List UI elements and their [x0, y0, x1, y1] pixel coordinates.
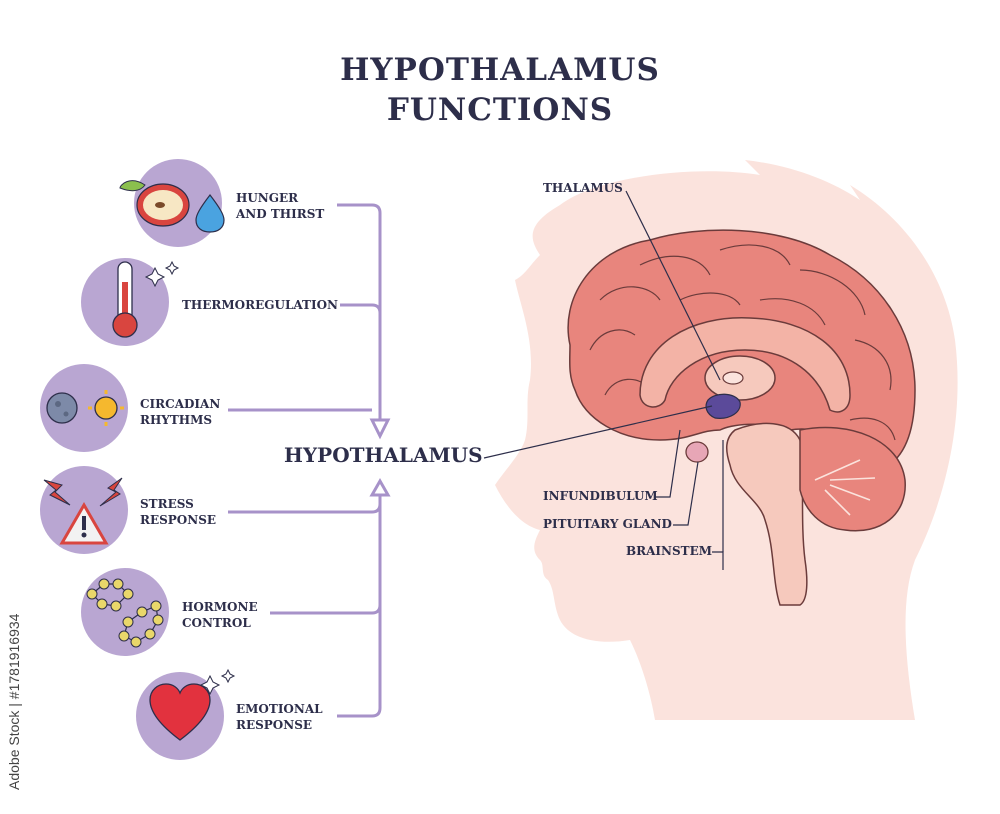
title-line-1: HYPOTHALAMUS [340, 52, 660, 88]
arrow-heads [369, 418, 391, 497]
leader-lines [483, 190, 724, 570]
heart-icon [136, 668, 236, 760]
function-label-thermoregulation: THERMOREGULATION [182, 297, 338, 313]
function-label-line2: AND THIRST [236, 207, 325, 221]
arrow-connectors [228, 203, 382, 718]
pituitary-gland-label: PITUITARY GLAND [543, 517, 672, 531]
brain [567, 229, 916, 606]
function-label-line1: THERMOREGULATION [182, 298, 339, 312]
function-label-line1: CIRCADIAN [140, 397, 221, 411]
warning-lightning-icon [40, 466, 128, 554]
hypothalamus-center-label: HYPOTHALAMUS [284, 443, 483, 467]
stock-watermark-text: Adobe Stock | #1781916934 [6, 613, 22, 790]
function-label-line1: EMOTIONAL [236, 702, 323, 716]
function-label-line1: HUNGER [236, 191, 299, 205]
function-label-line2: RESPONSE [140, 513, 217, 527]
thalamus-label: THALAMUS [543, 181, 623, 195]
function-label-line1: HORMONE [182, 600, 258, 614]
thermometer-icon [81, 258, 180, 346]
function-label-hormone: HORMONE CONTROL [182, 599, 258, 631]
function-label-hunger: HUNGER AND THIRST [236, 190, 324, 222]
function-label-line2: RESPONSE [236, 718, 313, 732]
function-label-line2: RHYTHMS [140, 413, 213, 427]
function-label-emotional: EMOTIONAL RESPONSE [236, 701, 323, 733]
function-label-circadian: CIRCADIAN RHYTHMS [140, 396, 220, 428]
function-label-line1: STRESS [140, 497, 194, 511]
function-label-stress: STRESS RESPONSE [140, 496, 216, 528]
function-label-line2: CONTROL [182, 616, 251, 630]
molecule-chain-icon [81, 568, 169, 656]
apple-water-drop-icon [119, 159, 225, 247]
title-line-2: FUNCTIONS [386, 92, 614, 128]
brainstem-label: BRAINSTEM [626, 544, 713, 558]
infundibulum-label: INFUNDIBULUM [543, 489, 658, 503]
moon-sun-icon [40, 364, 128, 452]
